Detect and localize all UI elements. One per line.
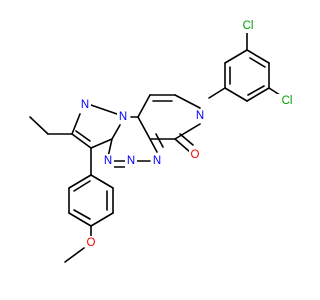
bond bbox=[174, 138, 191, 153]
bond bbox=[64, 247, 85, 263]
nitrogen-atom-triazine-b: N bbox=[125, 154, 137, 168]
bond bbox=[90, 138, 113, 149]
nitrogen-atom-triazine-c: N bbox=[102, 154, 114, 168]
bond bbox=[174, 94, 201, 109]
nitrogen-atom-triazine-a: N bbox=[151, 154, 163, 168]
nitrogen-atom-bridgehead: N bbox=[117, 110, 129, 124]
atom-label-n-triazine-a: N bbox=[153, 155, 161, 167]
bond bbox=[224, 87, 248, 102]
bond bbox=[71, 133, 92, 149]
bond bbox=[137, 116, 151, 140]
bond bbox=[137, 94, 151, 118]
bond bbox=[246, 49, 270, 64]
atom-label-o-methoxy: O bbox=[87, 237, 96, 249]
atom-label-n-triazine-c: N bbox=[104, 155, 112, 167]
atom-label-cl-top: Cl bbox=[243, 20, 254, 32]
bond bbox=[90, 174, 114, 189]
atom-label-n-bridgehead: N bbox=[119, 111, 127, 123]
atom-label-n-pyridone: N bbox=[196, 110, 204, 122]
atom-labels: Cl Cl N O N N N N bbox=[79, 19, 297, 250]
bond bbox=[208, 87, 226, 99]
bond-layer bbox=[29, 32, 284, 263]
bond bbox=[247, 85, 265, 96]
oxygen-atom-carbonyl: O bbox=[189, 148, 201, 162]
bond bbox=[71, 113, 81, 135]
oxygen-atom-methoxy: O bbox=[85, 236, 97, 250]
nitrogen-atom-pyridone: N bbox=[194, 109, 206, 123]
bond bbox=[29, 116, 49, 135]
chlorine-atom-right: Cl bbox=[277, 94, 297, 108]
bond bbox=[87, 103, 118, 115]
atom-label-cl-right: Cl bbox=[282, 95, 293, 107]
chemical-structure-diagram: Cl Cl N O N N N N bbox=[29, 19, 297, 263]
atom-label-n-triazine-b: N bbox=[127, 155, 135, 167]
bond bbox=[73, 209, 91, 220]
bond bbox=[75, 130, 91, 142]
atom-label-o-carbonyl: O bbox=[191, 149, 200, 161]
bond bbox=[224, 49, 248, 64]
chlorine-atom-top: Cl bbox=[238, 19, 258, 33]
bond bbox=[111, 124, 121, 140]
bond bbox=[246, 87, 270, 102]
bond bbox=[68, 212, 92, 227]
bond bbox=[68, 174, 92, 189]
bond bbox=[90, 212, 114, 227]
bond bbox=[174, 123, 201, 140]
bond bbox=[149, 138, 158, 153]
bond bbox=[249, 57, 266, 68]
nitrogen-atom-pyrazole: N bbox=[79, 98, 91, 112]
bond bbox=[73, 180, 91, 192]
atom-label-n-pyrazole: N bbox=[81, 99, 89, 111]
bond bbox=[179, 133, 194, 146]
bond bbox=[155, 133, 164, 148]
